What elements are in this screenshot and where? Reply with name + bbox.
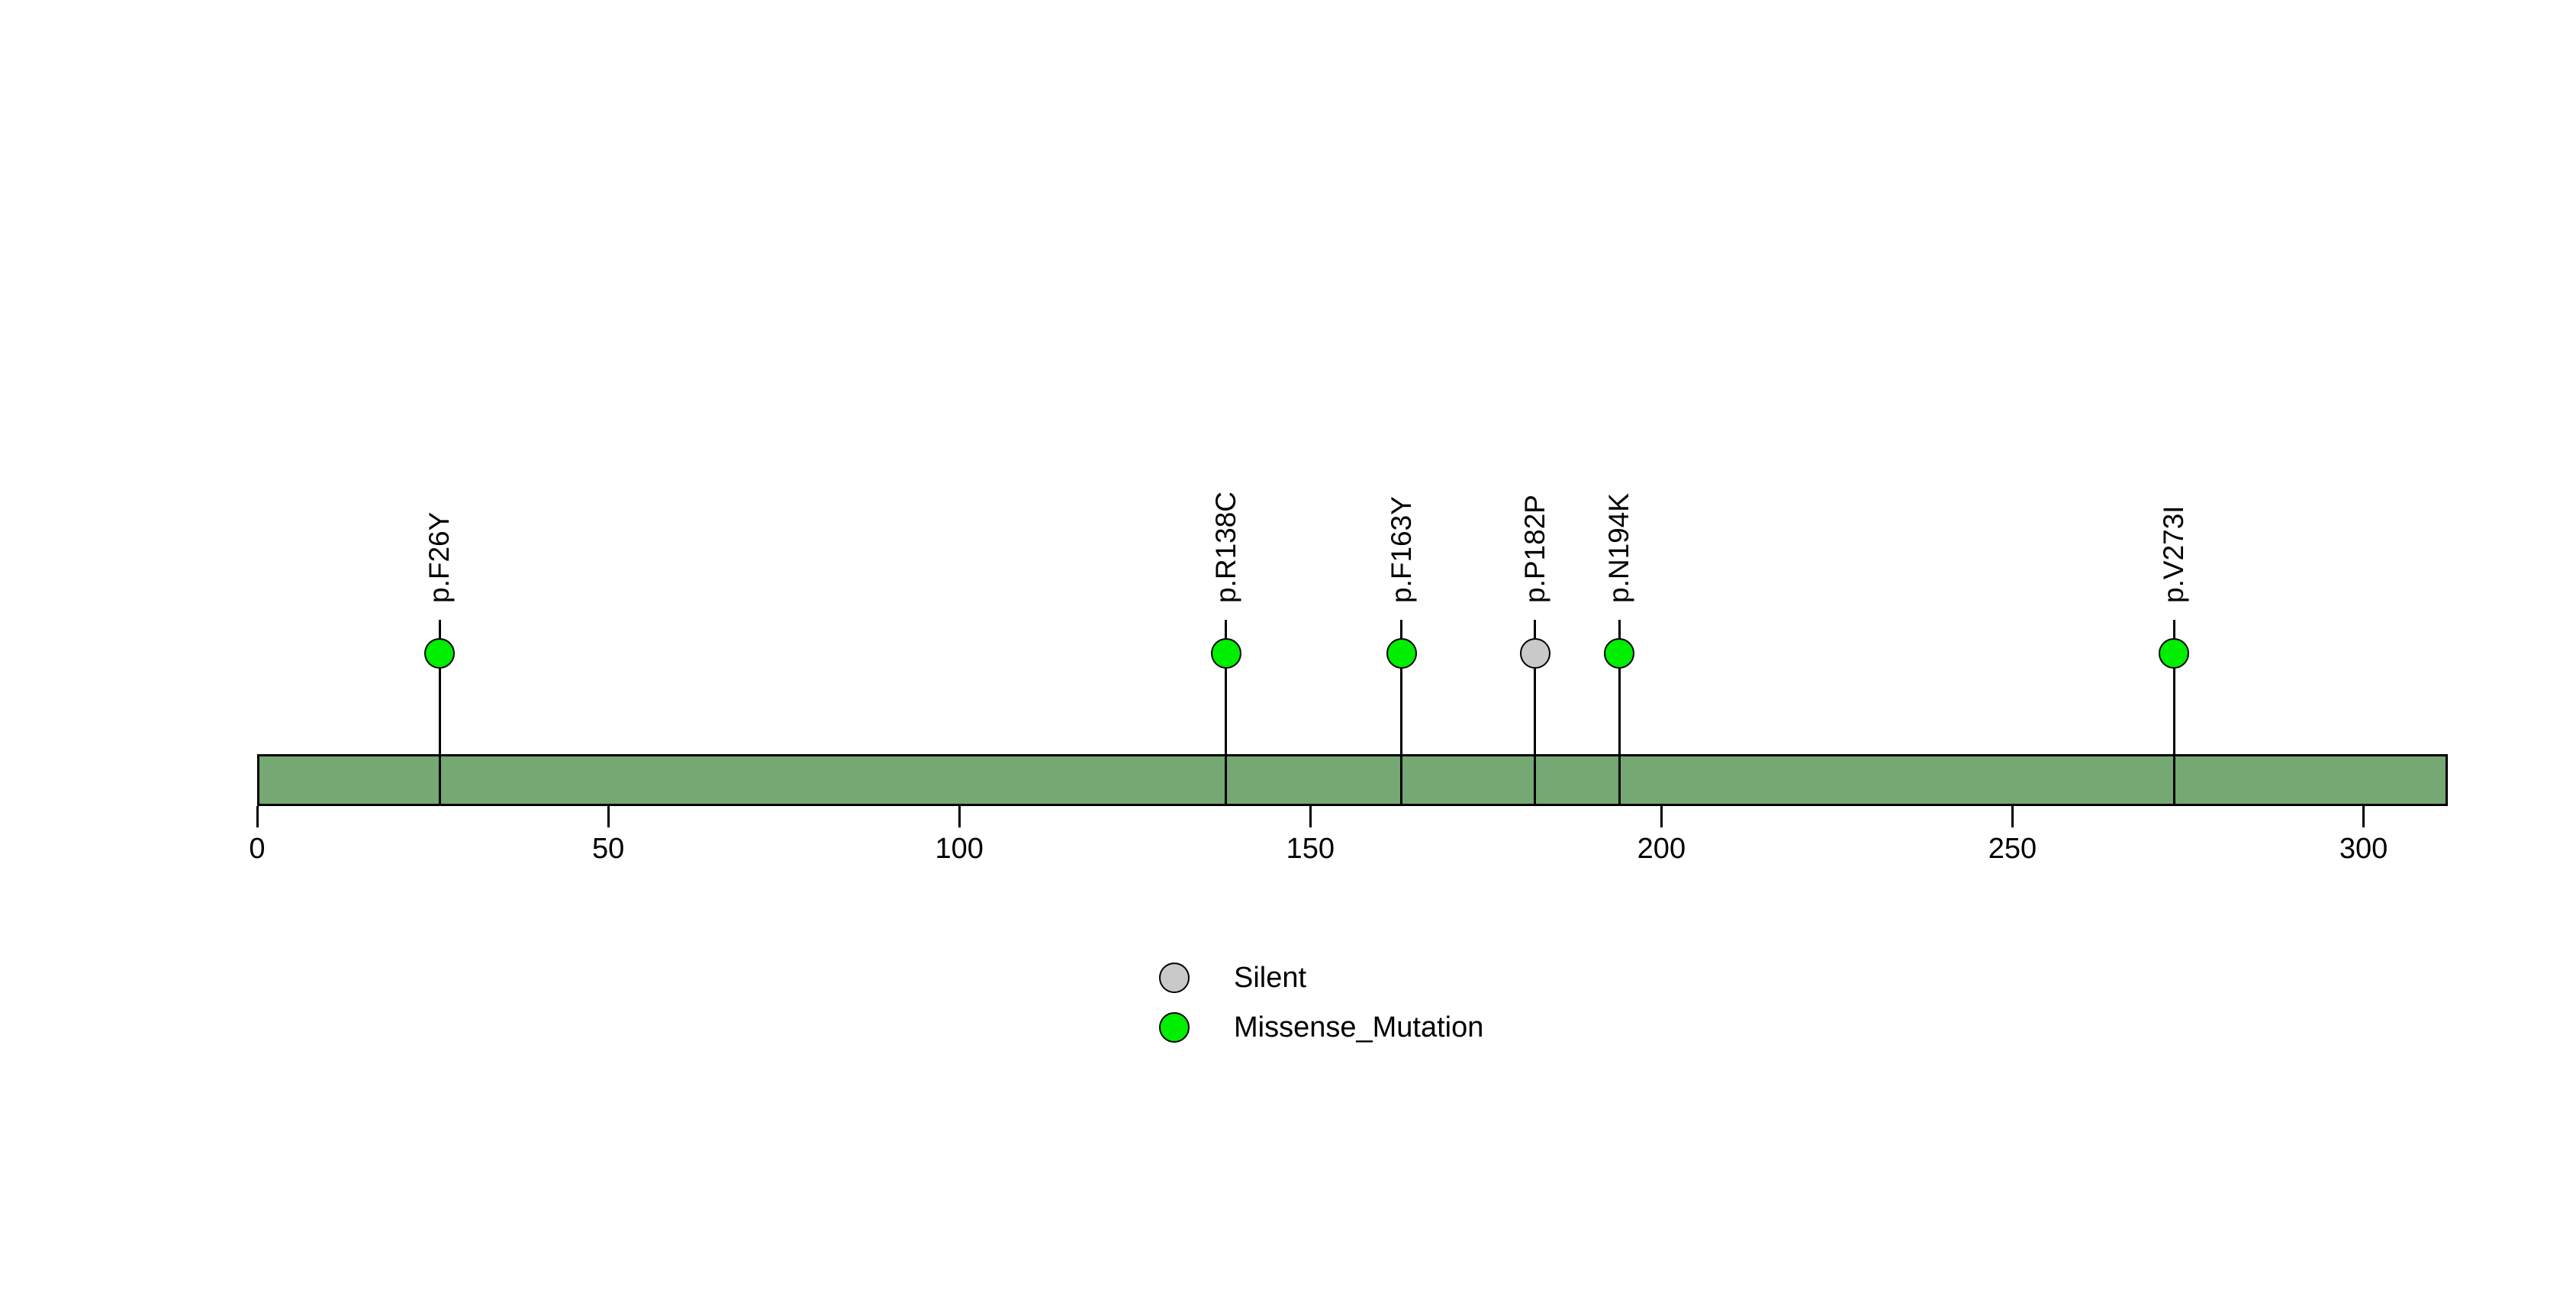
mutation-marker	[1604, 638, 1635, 669]
axis-tick-label: 100	[935, 833, 984, 865]
legend-swatch	[1159, 963, 1190, 993]
axis-tick	[607, 806, 610, 827]
legend-label: Silent	[1234, 962, 1307, 994]
mutation-marker	[1519, 638, 1550, 669]
axis-tick	[1660, 806, 1663, 827]
axis-tick	[256, 806, 259, 827]
lollipop-stick	[1618, 620, 1621, 806]
axis-tick-label: 200	[1637, 833, 1686, 865]
axis-tick	[1309, 806, 1312, 827]
axis-tick-label: 50	[591, 833, 625, 865]
axis-tick-label: 300	[2339, 833, 2388, 865]
axis-tick	[2011, 806, 2014, 827]
mutation-marker	[1386, 638, 1417, 669]
lollipop-stick	[438, 620, 441, 806]
axis-tick	[958, 806, 961, 827]
lollipop-stick	[2172, 620, 2175, 806]
axis-tick-label: 0	[249, 833, 266, 865]
axis-tick	[2362, 806, 2365, 827]
axis-tick-label: 250	[1988, 833, 2037, 865]
legend-label: Missense_Mutation	[1234, 1011, 1484, 1043]
axis-tick-label: 150	[1286, 833, 1335, 865]
mutation-marker	[424, 638, 456, 669]
protein-backbone-bar	[257, 754, 2448, 806]
lollipop-stick	[1534, 620, 1537, 806]
lollipop-stick	[1225, 620, 1228, 806]
lollipop-stick	[1400, 620, 1403, 806]
mutation-marker	[2159, 638, 2190, 669]
mutation-marker	[1210, 638, 1241, 669]
legend-swatch	[1159, 1012, 1190, 1043]
